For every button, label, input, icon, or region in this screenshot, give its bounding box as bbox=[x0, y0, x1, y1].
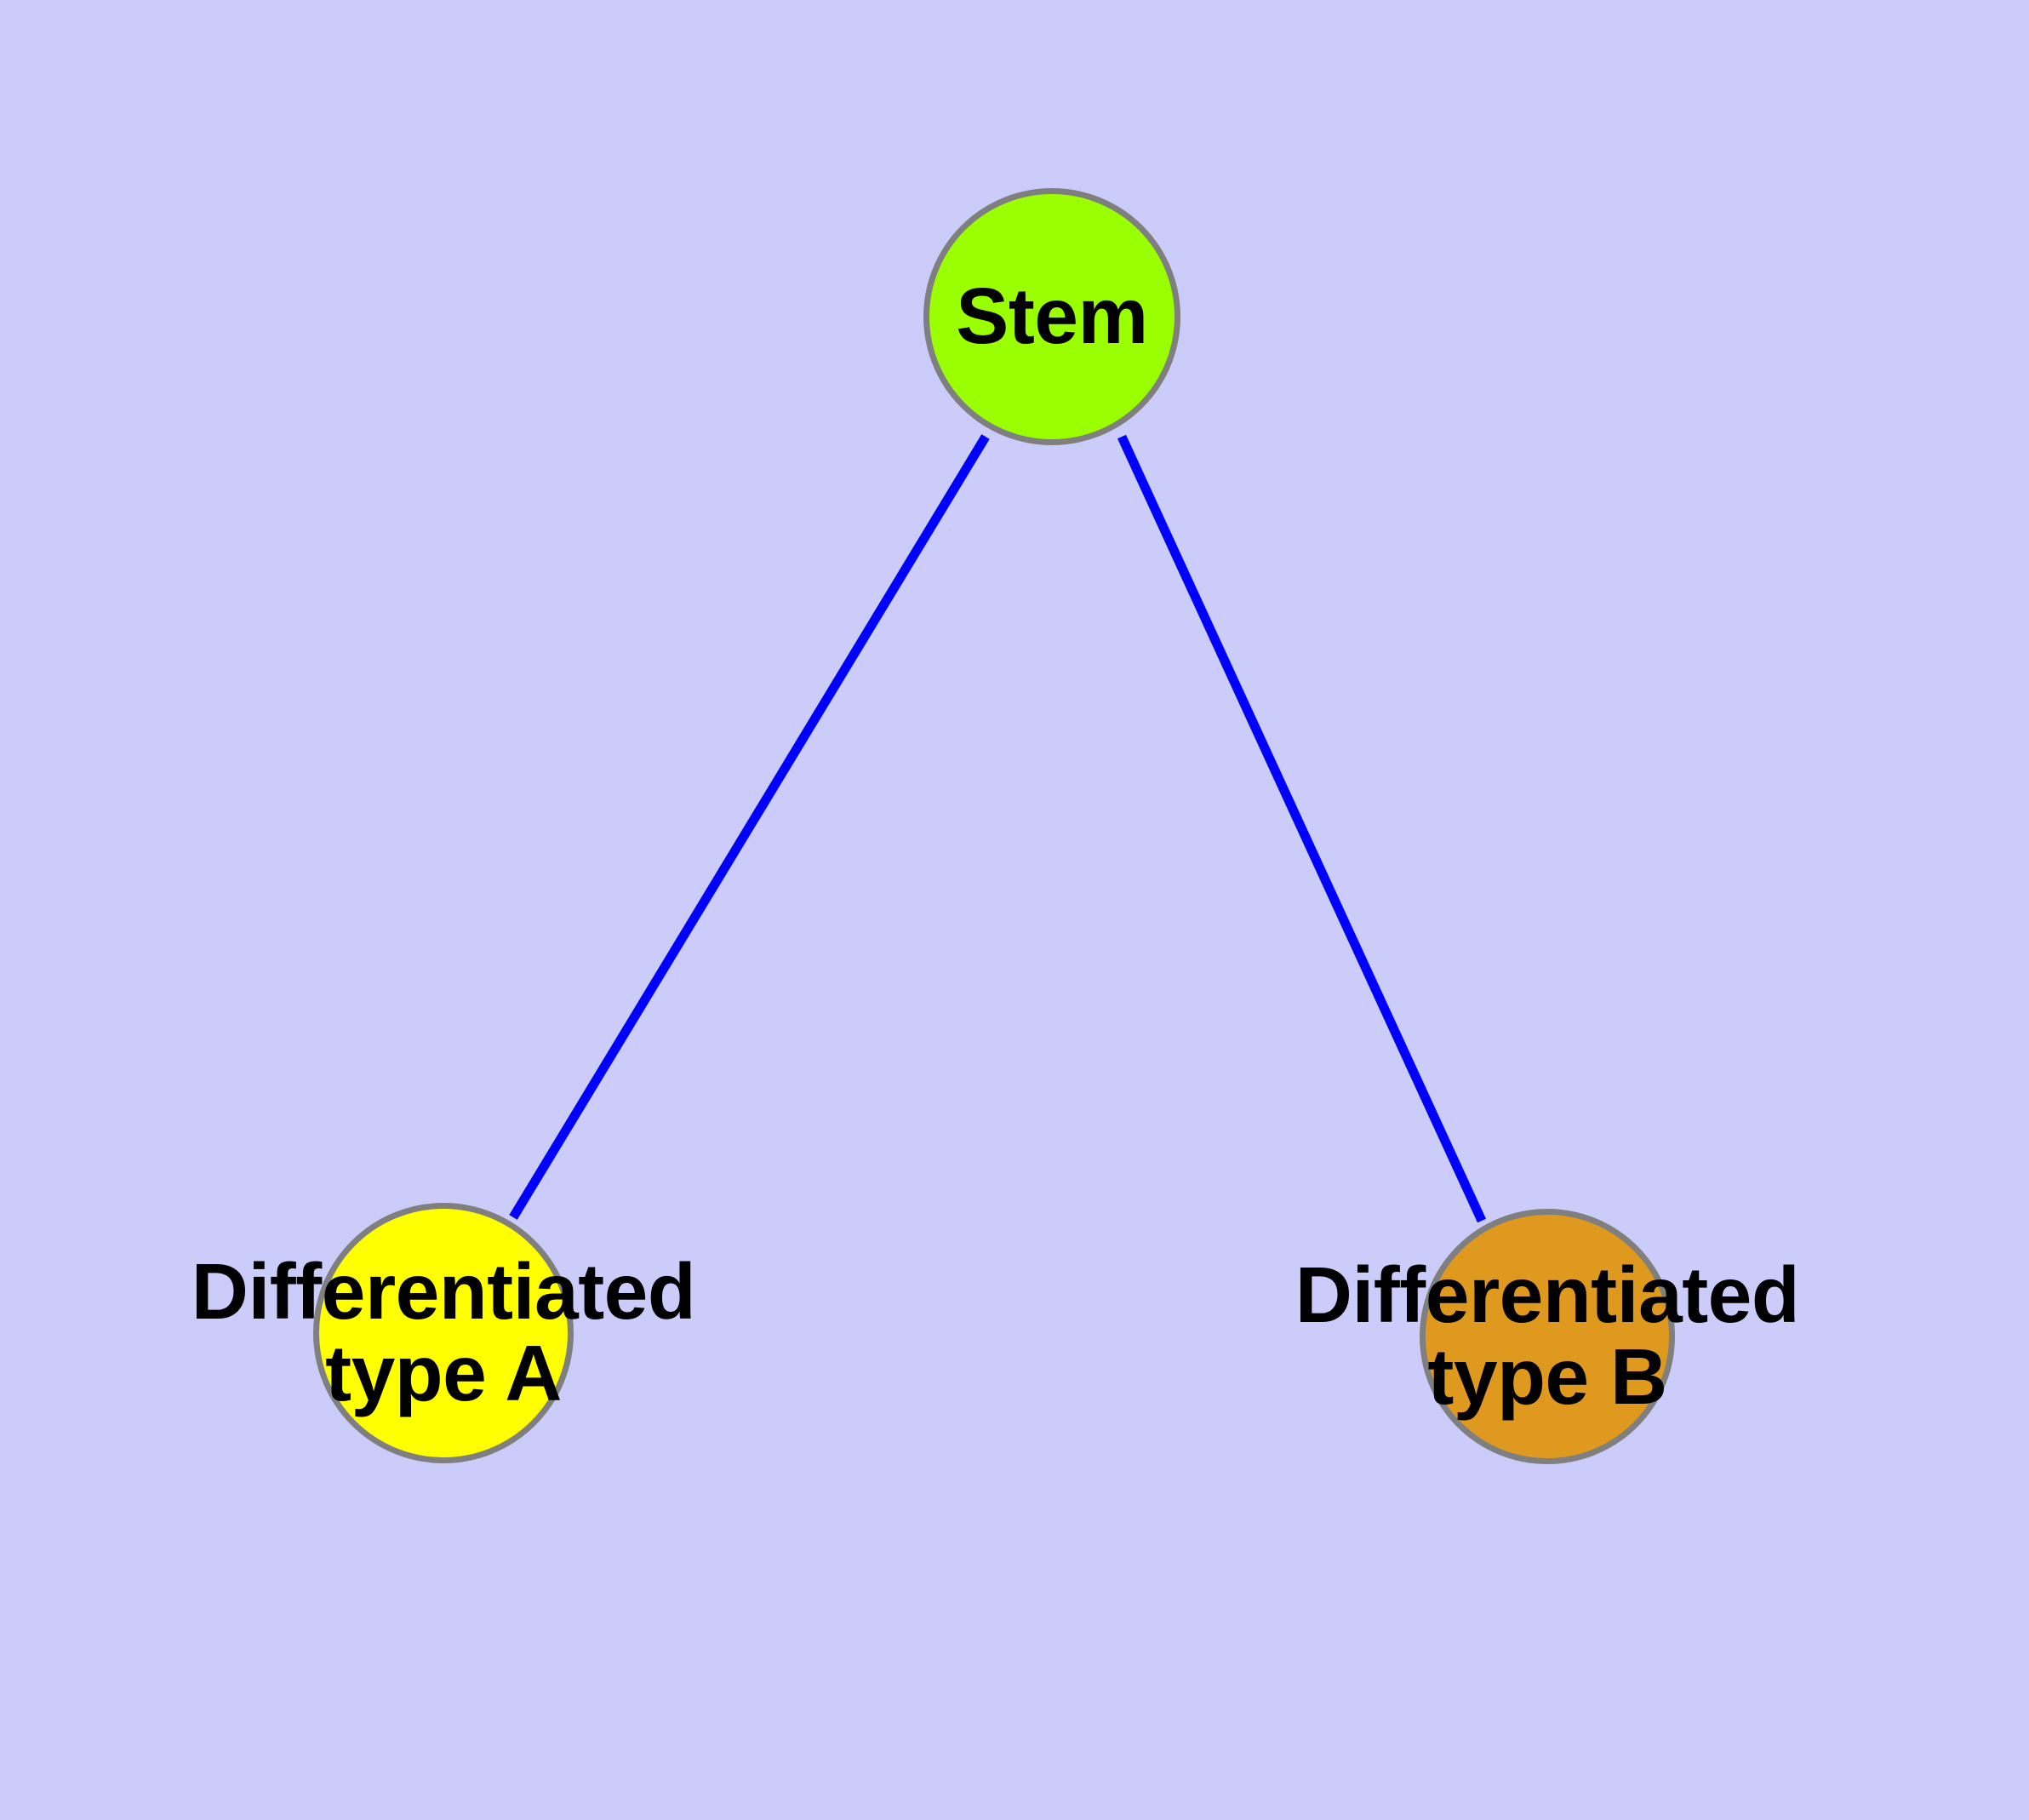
nodes-group bbox=[313, 188, 1675, 1464]
graph-node-diff-b[interactable] bbox=[1420, 1209, 1675, 1464]
graph-node-diff-a[interactable] bbox=[313, 1203, 574, 1463]
graph-node-stem[interactable] bbox=[923, 188, 1180, 445]
graph-edge-stem-to-diff-a[interactable] bbox=[509, 434, 990, 1220]
edges-group bbox=[509, 434, 1486, 1223]
graph-edge-stem-to-diff-b[interactable] bbox=[1117, 434, 1486, 1223]
